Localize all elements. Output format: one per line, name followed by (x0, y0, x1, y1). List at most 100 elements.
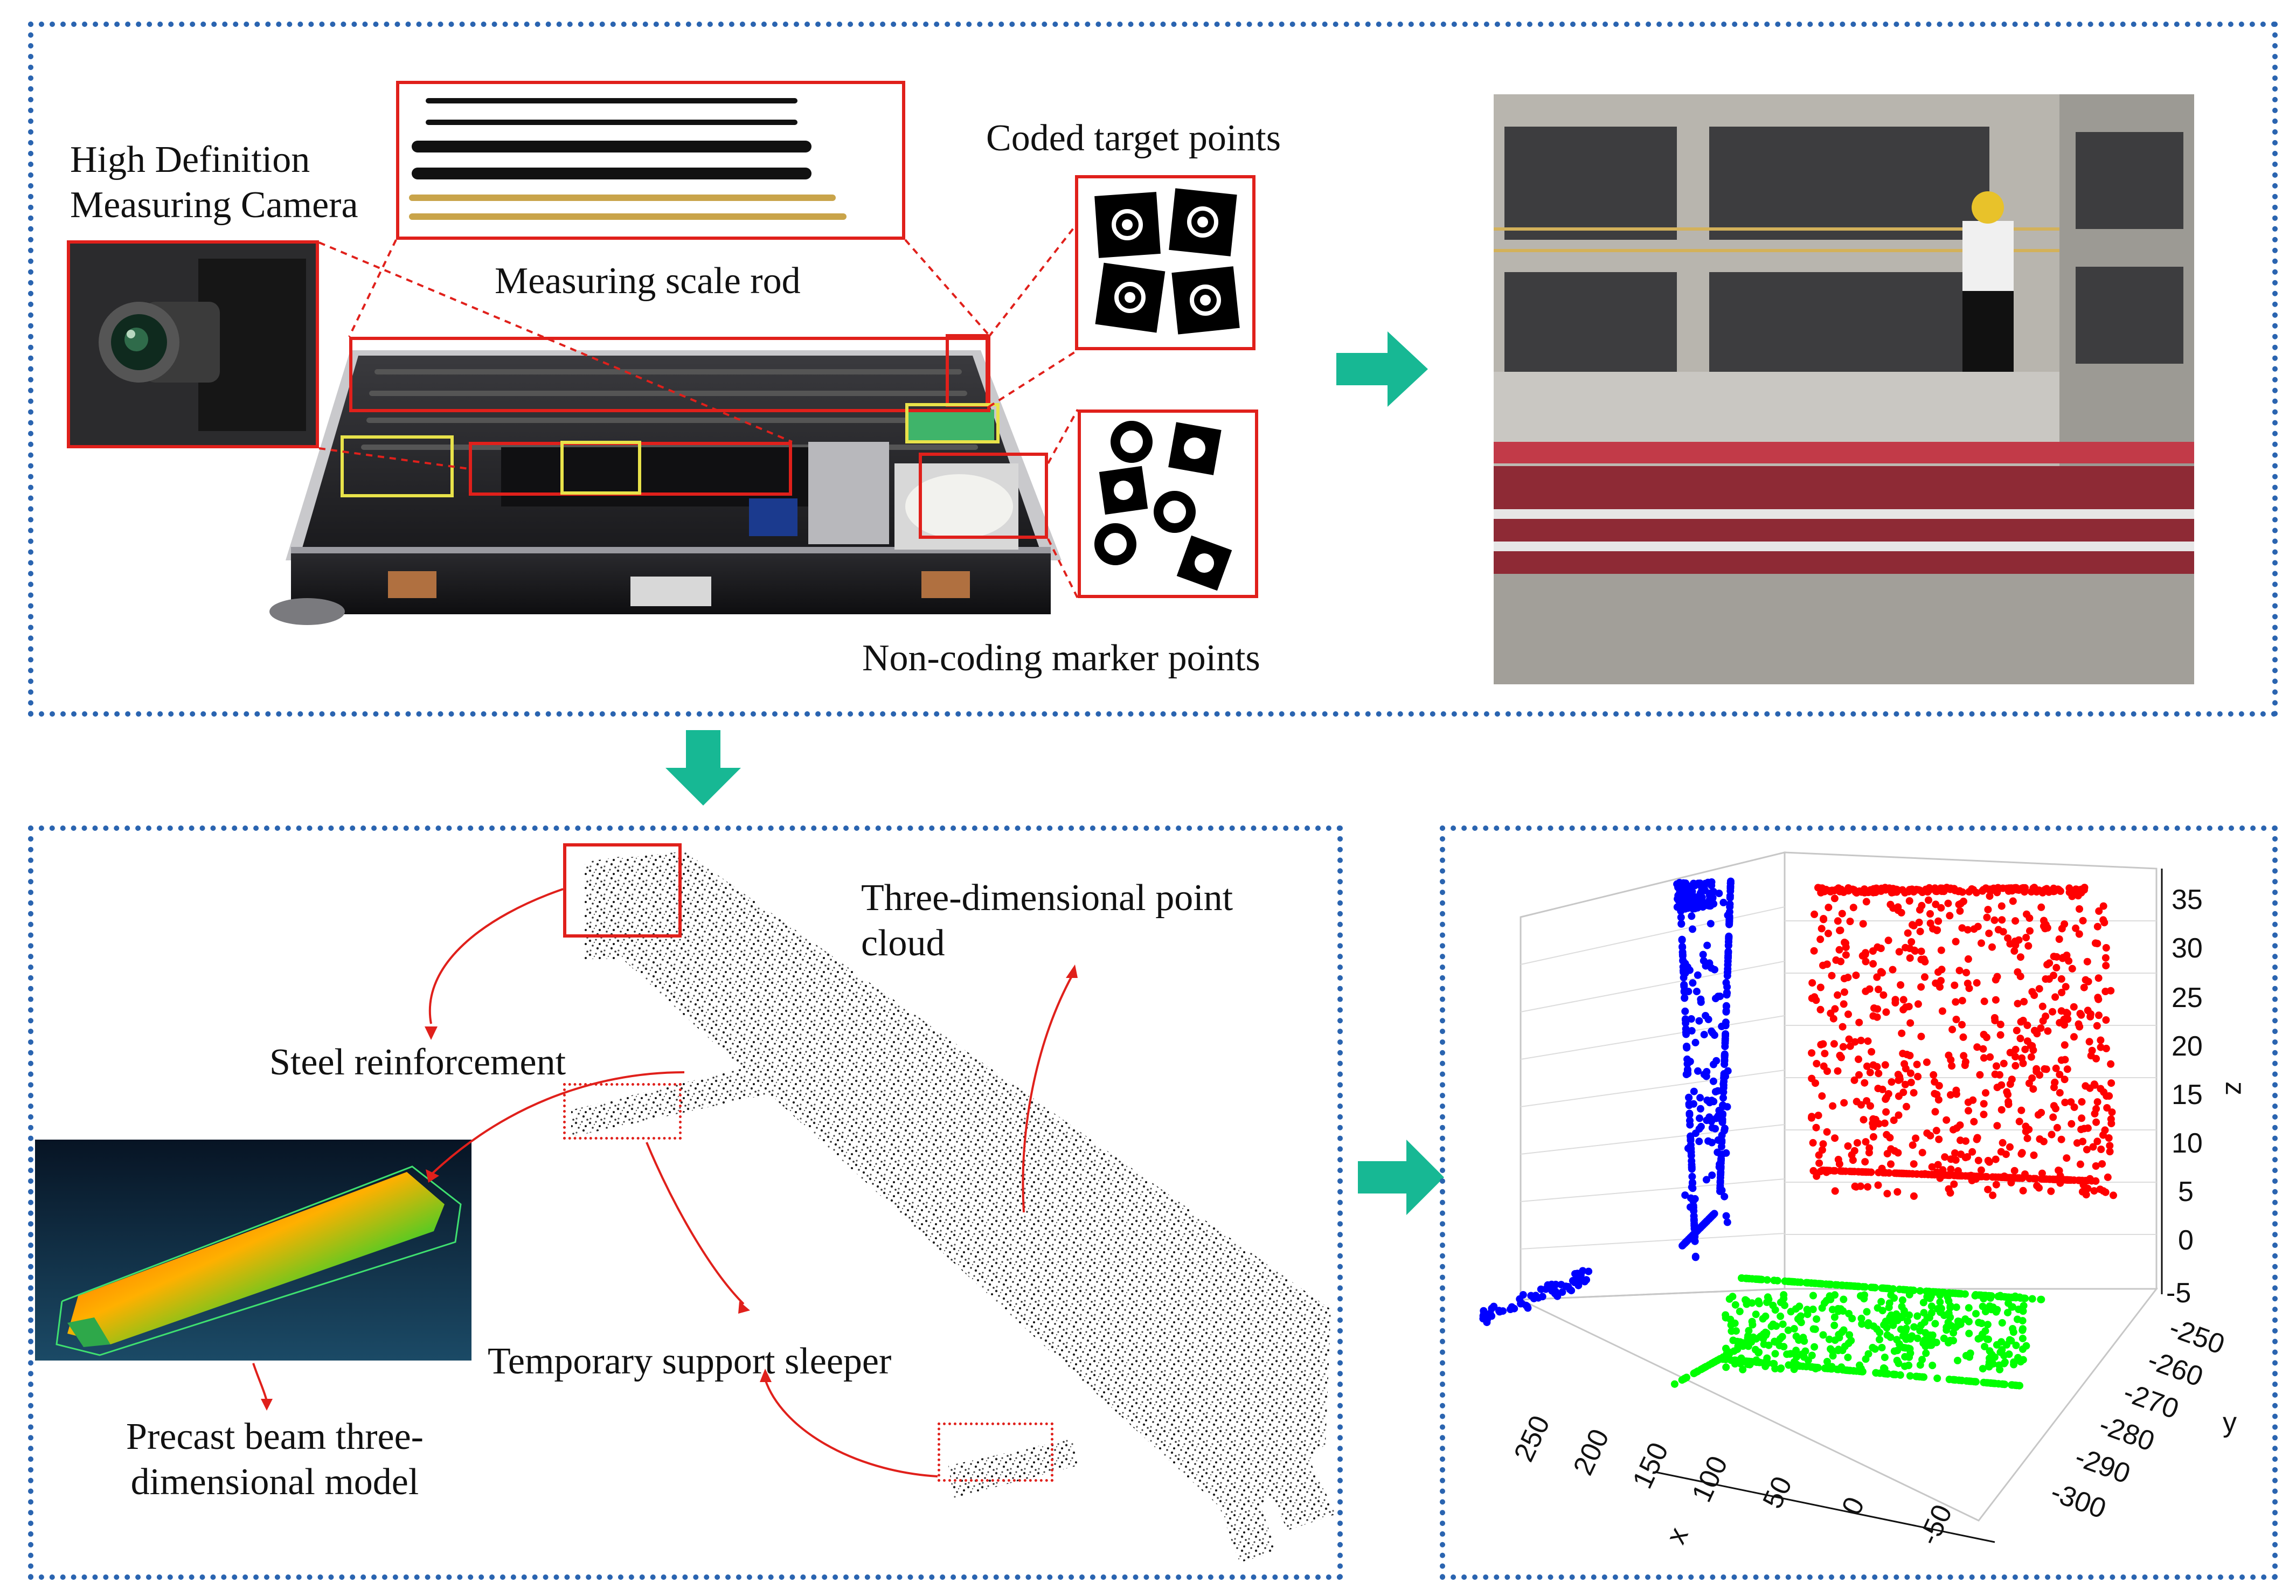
scatter-point (1703, 941, 1711, 949)
scatter-point (1787, 1308, 1795, 1316)
sleeper-label: Temporary support sleeper (488, 1341, 892, 1382)
scatter-point (1791, 1278, 1799, 1286)
scatter-3d-chart (1479, 851, 2163, 1543)
scatter-point (1906, 1019, 1915, 1027)
scatter-point (1769, 1301, 1777, 1309)
scatter-point (1943, 1116, 1951, 1124)
scatter-point (1868, 1048, 1876, 1056)
scatter-point (1863, 1097, 1871, 1105)
scatter-point (1855, 1071, 1863, 1079)
scatter-point (1818, 1092, 1826, 1100)
scatter-point (1940, 1334, 1948, 1342)
scatter-point (1990, 916, 1999, 924)
scatter-point (1873, 1325, 1881, 1333)
scatter-point (1932, 1338, 1940, 1347)
scatter-point (1947, 884, 1955, 892)
scatter-point (1841, 988, 1848, 996)
scatter-point (1905, 1290, 1913, 1299)
scatter-point (1689, 979, 1697, 987)
scatter-point (2019, 1186, 2027, 1195)
scatter-point (1827, 1345, 1835, 1353)
scatter-point (1809, 1139, 1817, 1147)
scatter-point (2107, 1060, 2115, 1068)
scatter-point (1822, 1280, 1830, 1288)
steel-label: Steel reinforcement (269, 1042, 566, 1083)
scatter-point (1836, 1167, 1844, 1175)
scatter-point (1952, 1323, 1960, 1331)
scatter-point (1862, 1138, 1870, 1146)
scatter-point (1831, 1291, 1839, 1299)
scatter-point (1724, 952, 1732, 960)
scatter-point (1808, 1049, 1816, 1057)
scatter-point (1699, 950, 1707, 959)
scatter-point (1703, 1097, 1711, 1104)
scatter-point (1884, 1285, 1892, 1293)
scatter-point (1952, 1289, 1959, 1297)
sleeper-callout-box-top (563, 1083, 682, 1140)
scatter-point (1869, 1061, 1877, 1069)
scatter-point (1877, 1297, 1885, 1306)
scatter-point (2107, 987, 2115, 995)
scatter-point (2063, 952, 2071, 959)
scatter-point (1883, 1370, 1891, 1378)
scatter-point (2084, 1124, 2092, 1132)
camera-photo (69, 242, 317, 447)
scatter-point (1936, 1298, 1944, 1306)
scatter-point (1718, 1022, 1726, 1030)
scatter-point (1731, 1301, 1739, 1309)
scatter-point (1985, 1335, 1992, 1343)
scatter-point (1829, 1015, 1837, 1023)
scatter-point (2053, 1123, 2061, 1132)
scatter-point (1816, 983, 1825, 991)
scatter-point (1883, 1130, 1891, 1139)
scatter-point (1932, 1127, 1940, 1135)
scatter-point (1701, 1363, 1709, 1371)
scatter-point (1674, 884, 1682, 892)
scatter-point (2037, 1295, 2045, 1303)
scatter-point (2016, 953, 2024, 961)
scatter-point (2041, 1065, 2049, 1073)
scatter-point (1989, 1303, 1997, 1312)
scatter-point (1790, 1325, 1798, 1333)
scatter-point (1567, 1287, 1576, 1295)
scatter-point (1888, 1078, 1896, 1086)
scatter-point (1906, 1335, 1915, 1343)
scatter-point (1918, 901, 1926, 910)
scatter-point (1732, 1327, 1740, 1335)
grid-line (1520, 1233, 1785, 1250)
scatter-point (1722, 979, 1730, 987)
scatter-point (1731, 1319, 1739, 1327)
scatter-point (1884, 936, 1892, 945)
scatter-point (1685, 966, 1694, 974)
scatter-point (2095, 907, 2103, 915)
scatter-point (1980, 1100, 1988, 1108)
scatter-point (1862, 1168, 1870, 1176)
scatter-point (1866, 1068, 1874, 1077)
scatter-point (1678, 936, 1686, 944)
scatter-point (1906, 1069, 1915, 1077)
non-coding-callout-box (1078, 410, 1258, 598)
scatter-point (1719, 1094, 1727, 1102)
scatter-point (1906, 1052, 1914, 1059)
scatter-point (1681, 1007, 1689, 1015)
scatter-point (2062, 983, 2070, 991)
scatter-point (1575, 1278, 1583, 1286)
scatter-point (1830, 1321, 1839, 1329)
scatter-point (1686, 1234, 1694, 1242)
scatter-point (1688, 1183, 1696, 1191)
scatter-point (2026, 927, 2034, 935)
scatter-point (1918, 1170, 1926, 1178)
scatter-point (1876, 1336, 1883, 1343)
scatter-point (1922, 1349, 1930, 1357)
scatter-point (1696, 1094, 1704, 1102)
scatter-point (1961, 1154, 1969, 1162)
scatter-point (1926, 919, 1934, 927)
scatter-point (1931, 1078, 1939, 1086)
scatter-point (1974, 1156, 1982, 1164)
scatter-point (2049, 1008, 2056, 1016)
scatter-point (2056, 1071, 2064, 1079)
scatter-point (1980, 1031, 1988, 1038)
scatter-point (1819, 1040, 1827, 1048)
scatter-point (1894, 1149, 1902, 1157)
scatter-point (1948, 1062, 1956, 1070)
